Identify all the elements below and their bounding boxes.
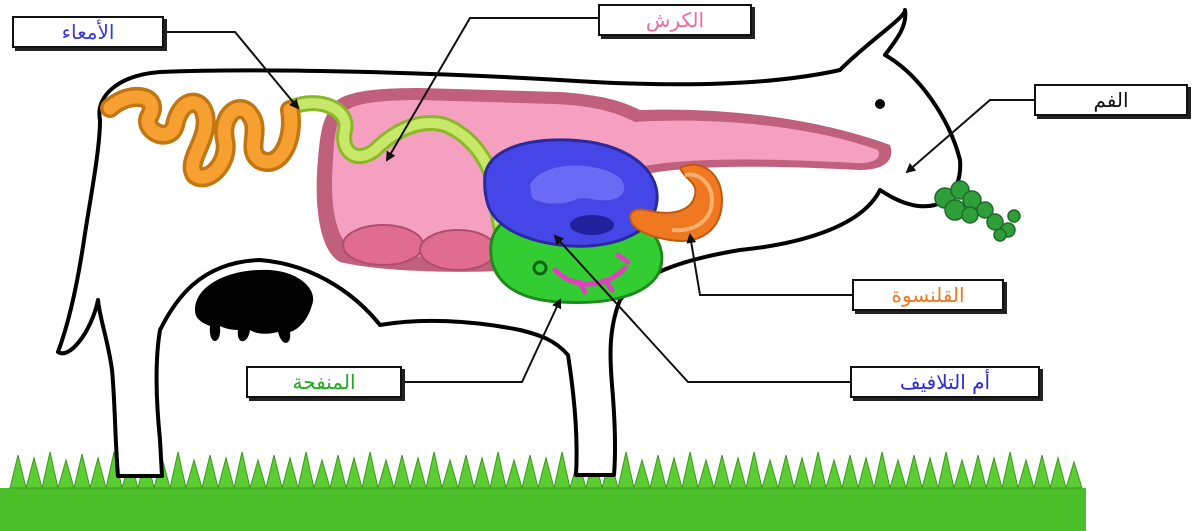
- label-omasum-text: أم التلافيف: [900, 370, 990, 394]
- cow-eye: [875, 99, 885, 109]
- rumen-lobe-right: [420, 230, 496, 270]
- label-mouth: الفم: [1034, 84, 1188, 116]
- rumen-lobe-left: [343, 225, 423, 265]
- label-abomasum-text: المنفحة: [293, 370, 356, 394]
- label-mouth-text: الفم: [1093, 88, 1128, 112]
- udder: [195, 270, 313, 343]
- label-intestines: الأمعاء: [12, 16, 164, 48]
- label-rumen-text: الكرش: [646, 8, 704, 32]
- label-reticulum-text: القلنسوة: [891, 283, 964, 307]
- label-reticulum: القلنسوة: [852, 279, 1004, 311]
- label-rumen: الكرش: [598, 4, 752, 36]
- label-omasum: أم التلافيف: [850, 366, 1040, 398]
- label-intestines-text: الأمعاء: [62, 20, 115, 44]
- label-abomasum: المنفحة: [246, 366, 402, 398]
- grass-in-mouth: [935, 181, 1020, 241]
